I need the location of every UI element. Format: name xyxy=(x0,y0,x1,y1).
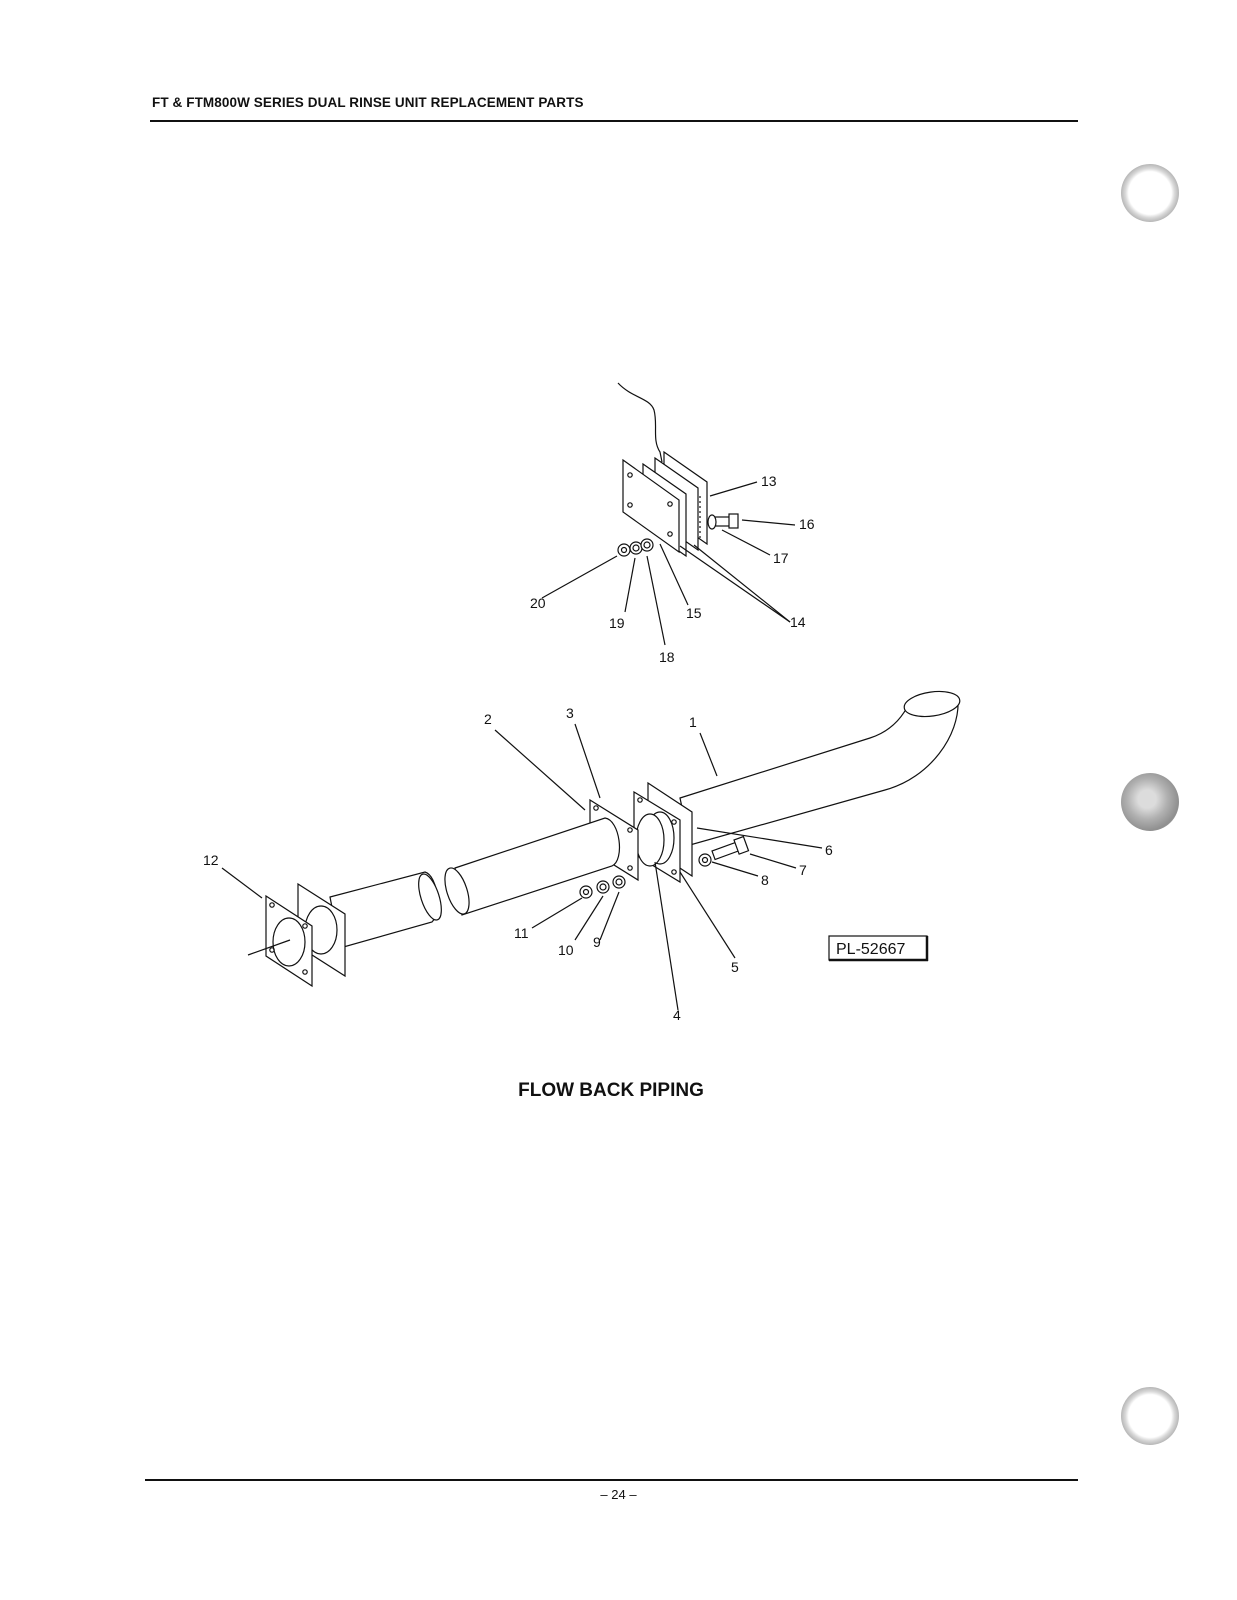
callout-8: 8 xyxy=(761,872,769,888)
callout-15: 15 xyxy=(686,605,702,621)
leader-lines xyxy=(221,481,823,1011)
page-header-title: FT & FTM800W SERIES DUAL RINSE UNIT REPL… xyxy=(152,95,584,110)
callout-14: 14 xyxy=(790,614,806,630)
callout-12: 12 xyxy=(203,852,219,868)
upper-plate-assembly xyxy=(617,382,739,558)
callout-6: 6 xyxy=(825,842,833,858)
callout-2: 2 xyxy=(484,711,492,727)
header-rule xyxy=(150,120,1078,122)
callout-13: 13 xyxy=(761,473,777,489)
callout-7: 7 xyxy=(799,862,807,878)
callout-20: 20 xyxy=(530,595,546,611)
callout-11: 11 xyxy=(514,925,529,941)
callout-5: 5 xyxy=(731,959,739,975)
plate-number-box: PL-52667 xyxy=(828,935,929,962)
callout-labels: 13 16 17 14 15 20 19 18 2 3 1 12 6 7 8 1… xyxy=(203,473,833,1023)
lower-pipe-assembly xyxy=(247,690,961,988)
callout-19: 19 xyxy=(609,615,625,631)
binder-hole-middle xyxy=(1121,773,1179,831)
callout-18: 18 xyxy=(659,649,675,665)
callout-17: 17 xyxy=(773,550,789,566)
callout-9: 9 xyxy=(593,934,601,950)
callout-16: 16 xyxy=(799,516,815,532)
diagram-caption: FLOW BACK PIPING xyxy=(518,1080,704,1101)
binder-hole-bottom xyxy=(1121,1387,1179,1445)
footer-rule xyxy=(145,1479,1078,1481)
callout-10: 10 xyxy=(558,942,574,958)
callout-1: 1 xyxy=(689,714,697,730)
callout-3: 3 xyxy=(566,705,574,721)
binder-hole-top xyxy=(1121,164,1179,222)
plate-number: PL-52667 xyxy=(836,941,905,958)
callout-4: 4 xyxy=(673,1007,681,1023)
page-number: – 24 – xyxy=(600,1487,637,1502)
